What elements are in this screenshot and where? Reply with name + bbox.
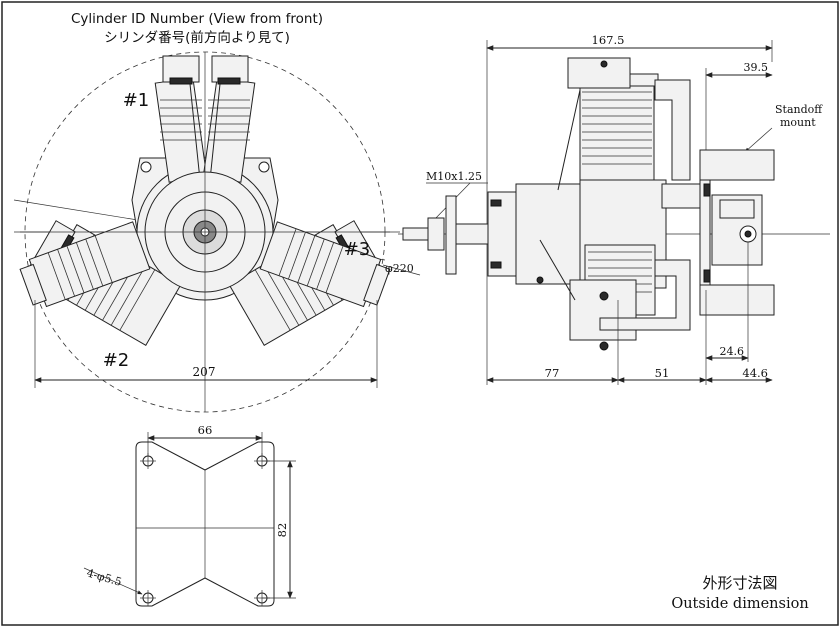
cylinder-1 (154, 55, 256, 183)
mount-height: 82 (275, 523, 289, 538)
holes-label: 4-φ5.5 (85, 566, 123, 588)
mount-width: 66 (198, 423, 213, 437)
front-view-title-en: Cylinder ID Number (View from front) (71, 11, 323, 27)
diameter-leader (382, 264, 421, 276)
diameter-label: φ220 (385, 262, 414, 275)
cylinder-3-label: #3 (344, 239, 371, 260)
cylinder-2-label: #2 (103, 350, 130, 371)
standoff-label-2: mount (780, 116, 816, 129)
dim-44-6: 44.6 (742, 366, 768, 380)
mount-view: 66 82 4-φ5.5 (83, 423, 296, 607)
side-view: 167.5 39.5 Standoff mount M10x1.25 (398, 33, 830, 385)
standoff-mount-top (699, 149, 775, 181)
standoff-label-1: Standoff (775, 103, 823, 116)
mount-hole-tl (140, 161, 152, 173)
front-width-dimension: 207 (193, 365, 216, 379)
exhaust-pipe-lower (599, 259, 691, 331)
exhaust-pipe-upper (654, 79, 691, 181)
thread-label: M10x1.25 (426, 170, 482, 183)
rocker-cover (567, 57, 631, 89)
standoff-leader (744, 127, 773, 153)
cylinder-2 (19, 220, 182, 346)
caption-en: Outside dimension (671, 596, 808, 612)
prop-shaft (402, 227, 432, 241)
front-view-title-jp: シリンダ番号(前方向より見て) (104, 29, 290, 46)
dim-77: 77 (545, 366, 560, 380)
caption-jp: 外形寸法図 (702, 574, 777, 592)
dim-51: 51 (655, 366, 670, 380)
holes-leader (83, 567, 143, 595)
prop-washer (445, 195, 457, 275)
cylinder-3 (228, 220, 391, 346)
cylinder-1-label: #1 (123, 90, 150, 111)
standoff-dimension: 39.5 (744, 61, 769, 74)
overall-dimension: 167.5 (592, 33, 625, 47)
mount-plate-outline (135, 441, 275, 607)
crankcase-side (515, 183, 583, 285)
front-view: Cylinder ID Number (View from front) シリン… (13, 11, 421, 413)
pushrod (557, 89, 581, 191)
dim-24-6: 24.6 (720, 345, 745, 358)
standoff-mount-bottom (699, 284, 775, 316)
mount-hole-tr (258, 161, 270, 173)
lower-head (569, 279, 637, 341)
upper-cylinder (579, 81, 655, 191)
prop-nut-side (427, 217, 445, 251)
